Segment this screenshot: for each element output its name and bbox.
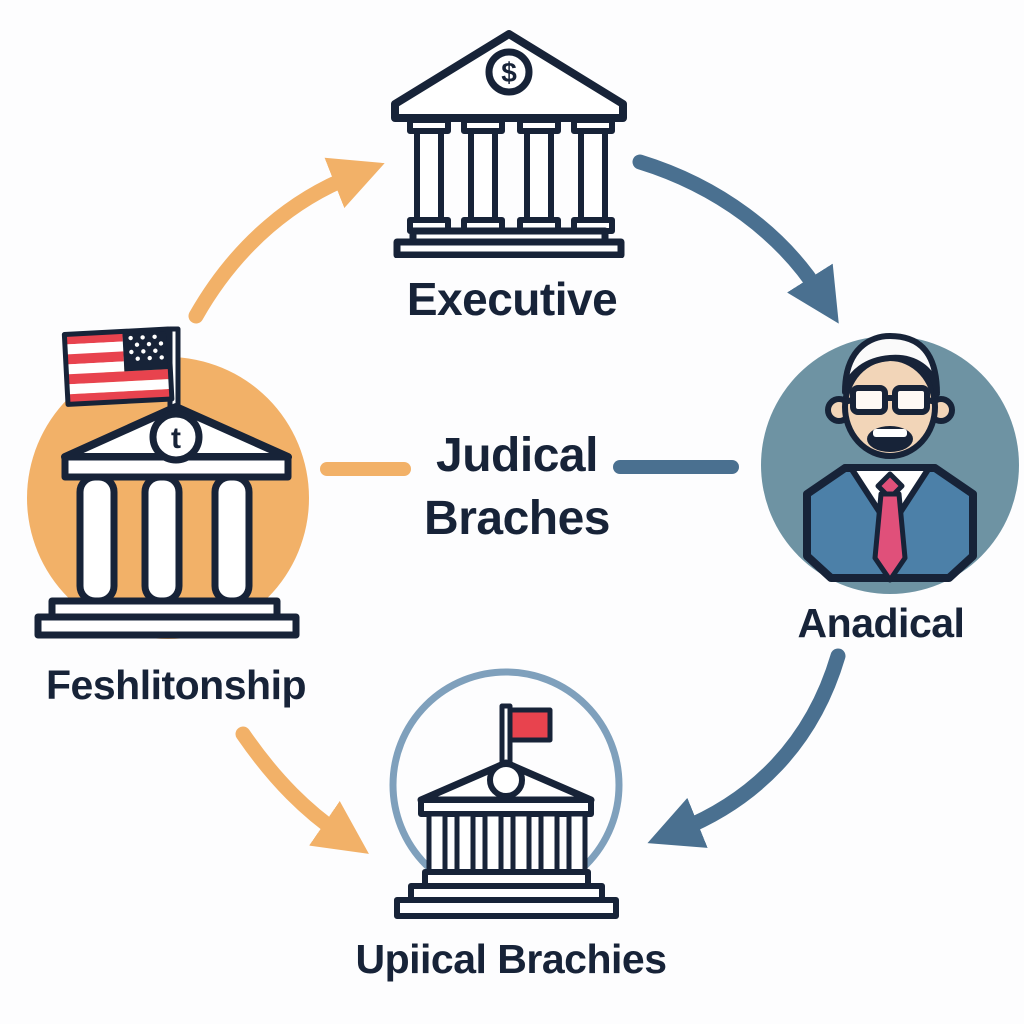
hair	[842, 333, 940, 397]
flag-stars	[128, 334, 164, 361]
columns	[76, 473, 253, 605]
arrow-top-to-right	[632, 154, 839, 324]
arrow-left-to-bottom	[235, 726, 369, 854]
parliament-red-flag-icon	[389, 668, 623, 919]
glasses-icon	[842, 385, 938, 415]
us-flag-icon	[61, 326, 175, 407]
node-label-bottom: Upiical Brachies	[355, 936, 667, 982]
base	[393, 238, 625, 258]
node-label-executive: Executive	[406, 273, 618, 325]
base	[34, 613, 300, 639]
entablature	[418, 797, 594, 817]
red-flag-icon	[507, 707, 553, 743]
arrow-right-to-bottom	[647, 648, 846, 848]
node-label-left: Feshlitonship	[46, 662, 307, 708]
node-label-right: Anadical	[797, 600, 965, 646]
pediment-symbol: t	[171, 422, 181, 455]
capitol-us-flag-icon: t	[27, 326, 309, 639]
arrow-left-to-top	[188, 157, 385, 324]
columns	[407, 117, 615, 234]
pediment-circle	[485, 48, 533, 96]
center-title-line1: Judical	[436, 429, 598, 482]
columns	[426, 811, 588, 875]
base	[394, 897, 619, 919]
dollar-symbol: $	[501, 57, 517, 88]
tie	[872, 471, 908, 583]
smiling-mouth	[867, 426, 913, 452]
politician-portrait-icon	[761, 333, 1019, 594]
pediment-circle	[149, 410, 203, 464]
bank-building-icon: $	[391, 30, 627, 258]
center-title: Judical Braches	[424, 424, 610, 551]
center-title-line2: Braches	[424, 492, 610, 546]
pediment-circle	[487, 761, 525, 799]
